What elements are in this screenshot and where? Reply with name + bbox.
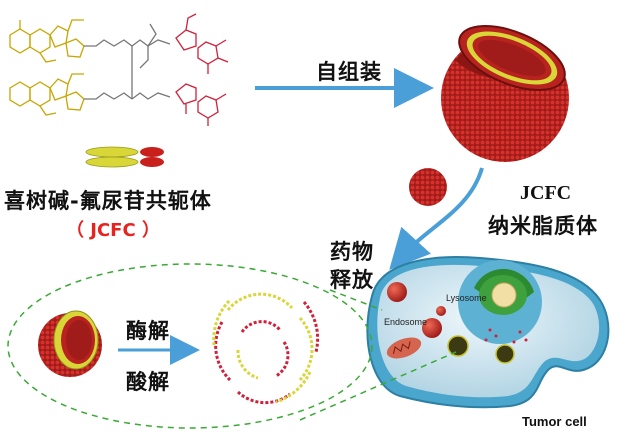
fragmented-liposome — [212, 292, 320, 405]
tumor-cell-label: Tumor cell — [522, 414, 587, 429]
self-assembly-label: 自组装 — [316, 60, 382, 84]
drug-release-arrow — [389, 167, 484, 270]
liposome-large — [441, 25, 569, 162]
conjugate-abbr-label: （ JCFC ） — [66, 220, 160, 241]
small-liposome — [409, 168, 447, 206]
endosome-label: Endosome — [384, 317, 428, 327]
liposome-name-label: 纳米脂质体 — [488, 214, 598, 238]
conjugate-name-label: 喜树碱-氟尿苷共轭体 — [4, 189, 212, 213]
zoom-ellipse — [7, 263, 373, 429]
drug-release-label-1: 药物 — [330, 240, 374, 264]
chemical-structure-bottom — [9, 46, 227, 126]
enzymolysis-label: 酶解 — [126, 319, 170, 343]
liposome-abbr-label: JCFC — [520, 182, 572, 204]
liposome-cross-section — [38, 310, 102, 377]
acidolysis-label: 酸解 — [126, 370, 170, 394]
drug-release-label-2: 释放 — [330, 268, 374, 292]
lysosome-label: Lysosome — [446, 293, 487, 303]
tumor-cell — [366, 256, 610, 409]
zoom-connector-top — [329, 289, 383, 311]
conjugate-schematic-icon — [85, 146, 164, 168]
chemical-structure-top — [9, 13, 229, 74]
